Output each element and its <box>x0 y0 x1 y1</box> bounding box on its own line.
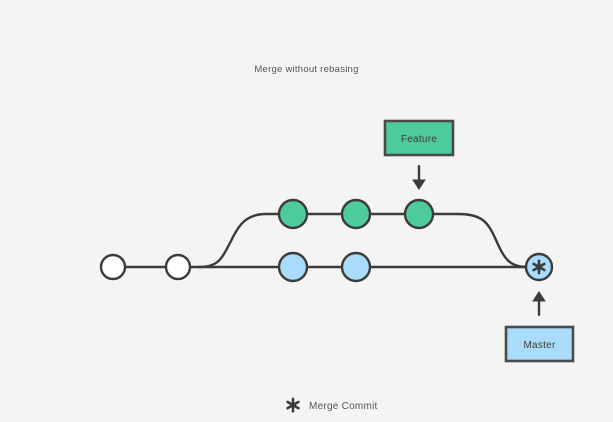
feature-branch-out-curve <box>197 212 295 269</box>
master-label-text: Master <box>523 340 555 351</box>
commit-node-feature-3[interactable] <box>403 198 435 230</box>
feature-arrow-down-icon <box>412 165 426 190</box>
master-arrow-up-icon <box>532 291 546 316</box>
commit-node-base-1[interactable] <box>99 253 127 281</box>
legend-label: Merge Commit <box>309 401 378 412</box>
commit-node-base-2[interactable] <box>164 253 192 281</box>
commit-node-feature-1[interactable] <box>277 198 309 230</box>
diagram-title: Merge without rebasing <box>254 64 358 75</box>
asterisk-icon-legend <box>286 397 300 413</box>
feature-label-box[interactable] <box>383 119 455 157</box>
commit-node-feature-2[interactable] <box>340 198 372 230</box>
master-label-box[interactable] <box>504 325 575 363</box>
asterisk-icon-merge-commit <box>532 259 546 275</box>
commit-node-master-2[interactable] <box>340 251 372 283</box>
commit-node-master-1[interactable] <box>277 251 309 283</box>
feature-label-text: Feature <box>401 134 437 145</box>
feature-merge-in-curve <box>456 212 529 269</box>
